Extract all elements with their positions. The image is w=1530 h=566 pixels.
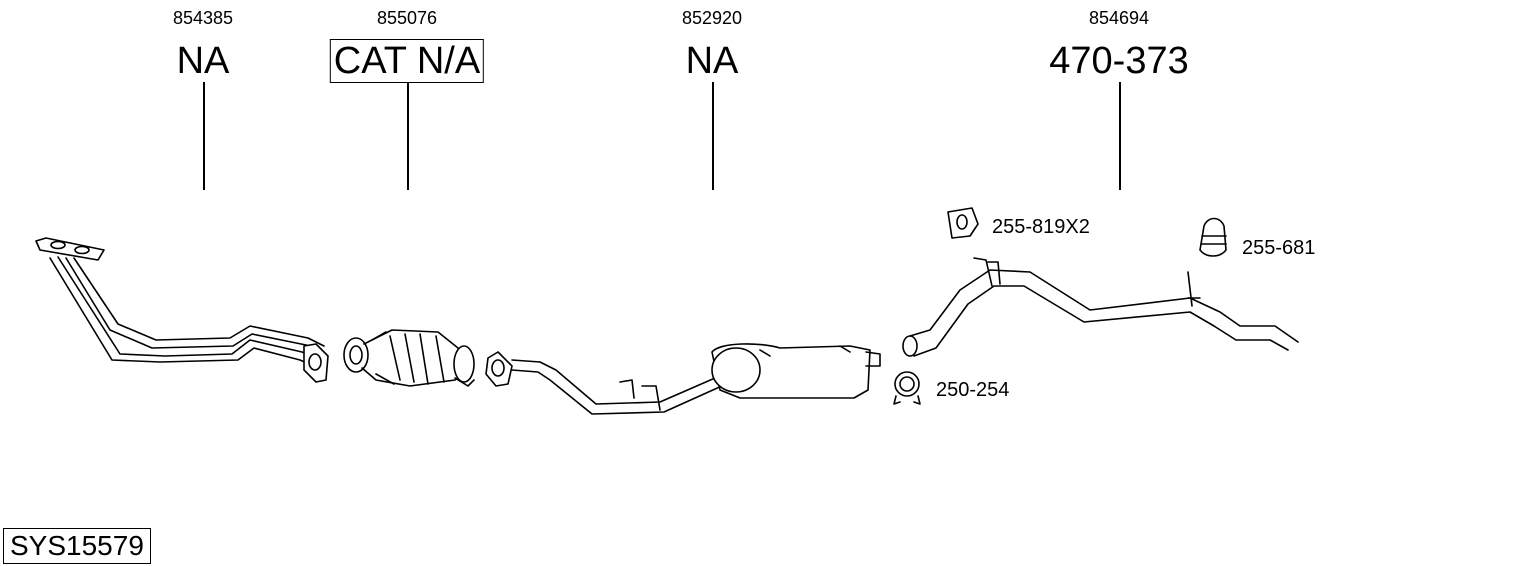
part-ref-852920: 852920 [681, 8, 743, 28]
part-code-852920: NA [685, 40, 739, 82]
part-ref-854385: 854385 [172, 8, 234, 28]
accessory-label-255-681: 255-681 [1242, 237, 1316, 259]
rubber-hanger-icon [947, 207, 979, 239]
part-ref-854694: 854694 [1088, 8, 1150, 28]
middle-pipe-muffler-part [485, 343, 881, 415]
rear-tailpipe-part [902, 257, 1299, 357]
leader-line-854694 [1119, 82, 1121, 190]
pipe-clamp-icon [893, 371, 921, 405]
part-code-854694: 470-373 [1049, 40, 1189, 82]
accessory-label-255-819x2: 255-819X2 [992, 216, 1090, 238]
leader-line-852920 [712, 82, 714, 190]
leader-line-855076 [407, 82, 409, 190]
catalytic-converter-part [343, 329, 475, 387]
part-code-855076: CAT N/A [329, 39, 485, 83]
system-id-label: SYS15579 [3, 528, 151, 564]
part-code-854385: NA [176, 40, 230, 82]
front-pipe-part [35, 237, 329, 383]
part-ref-855076: 855076 [376, 8, 438, 28]
rubber-mount-icon [1199, 217, 1227, 257]
leader-line-854385 [203, 82, 205, 190]
accessory-label-250-254: 250-254 [936, 379, 1010, 401]
